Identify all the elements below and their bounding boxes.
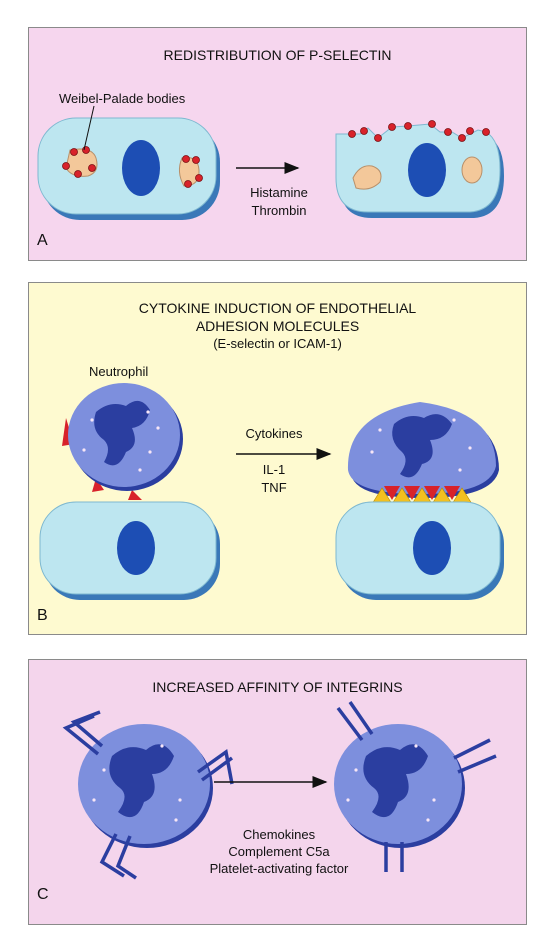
- neutrophil-label: Neutrophil: [89, 364, 149, 379]
- panel-letter-a: A: [37, 232, 48, 249]
- endothelial-cell-b-right: [335, 501, 504, 600]
- stimulus-complement-c5a: Complement C5a: [228, 844, 330, 859]
- cytoplasmic-granules: [370, 418, 472, 472]
- callout-leader: [83, 105, 95, 151]
- neutrophil-c-right: [334, 701, 497, 872]
- endothelial-cell-b-left: [39, 501, 220, 600]
- stimulus-histamine: Histamine: [250, 185, 308, 200]
- stimulus-cytokines: Cytokines: [245, 426, 303, 441]
- integrins-bent-low-affinity: [62, 710, 234, 880]
- lobed-nucleus: [109, 744, 174, 818]
- panel-c-title: INCREASED AFFINITY OF INTEGRINS: [152, 679, 403, 695]
- weibel-palade-body: [352, 165, 382, 190]
- cytoplasmic-granules: [92, 744, 182, 822]
- cytoplasmic-granules: [82, 410, 160, 472]
- weibel-palade-label: Weibel-Palade bodies: [59, 91, 186, 106]
- lobed-nucleus: [392, 414, 452, 478]
- nucleus: [408, 143, 446, 197]
- stimulus-thrombin: Thrombin: [251, 203, 307, 218]
- weibel-palade-body: [461, 156, 483, 184]
- cytoplasmic-granules: [346, 744, 436, 822]
- panel-b-title-line-2: ADHESION MOLECULES: [195, 318, 360, 334]
- endothelial-cell-left: [37, 105, 220, 220]
- neutrophil-left: [62, 383, 183, 500]
- panel-a-title: REDISTRIBUTION OF P-SELECTIN: [163, 47, 392, 63]
- nucleus: [117, 521, 155, 575]
- lobed-nucleus: [94, 400, 150, 466]
- stimulus-tnf: TNF: [261, 480, 287, 495]
- nucleus: [413, 521, 451, 575]
- endothelial-cell-right: [335, 120, 504, 218]
- p-selectin-surface-dots: [348, 120, 490, 142]
- lobed-nucleus: [363, 744, 428, 818]
- neutrophil-c-left: [62, 710, 234, 880]
- panel-b-title-line-1: CYTOKINE INDUCTION OF ENDOTHELIAL: [138, 300, 417, 316]
- nucleus: [122, 140, 160, 196]
- p-selectin-dots: [62, 146, 203, 188]
- integrins-extended-high-affinity: [336, 701, 497, 872]
- panel-letter-c: C: [37, 886, 49, 903]
- stimulus-il-1: IL-1: [262, 462, 286, 477]
- stimulus-platelet-activating-factor: Platelet-activating factor: [209, 861, 349, 876]
- panel-b-title-line-3: (E-selectin or ICAM-1): [213, 336, 342, 351]
- panel-letter-b: B: [37, 607, 48, 624]
- neutrophil-right-adherent: [347, 402, 499, 498]
- stimulus-chemokines: Chemokines: [242, 827, 316, 842]
